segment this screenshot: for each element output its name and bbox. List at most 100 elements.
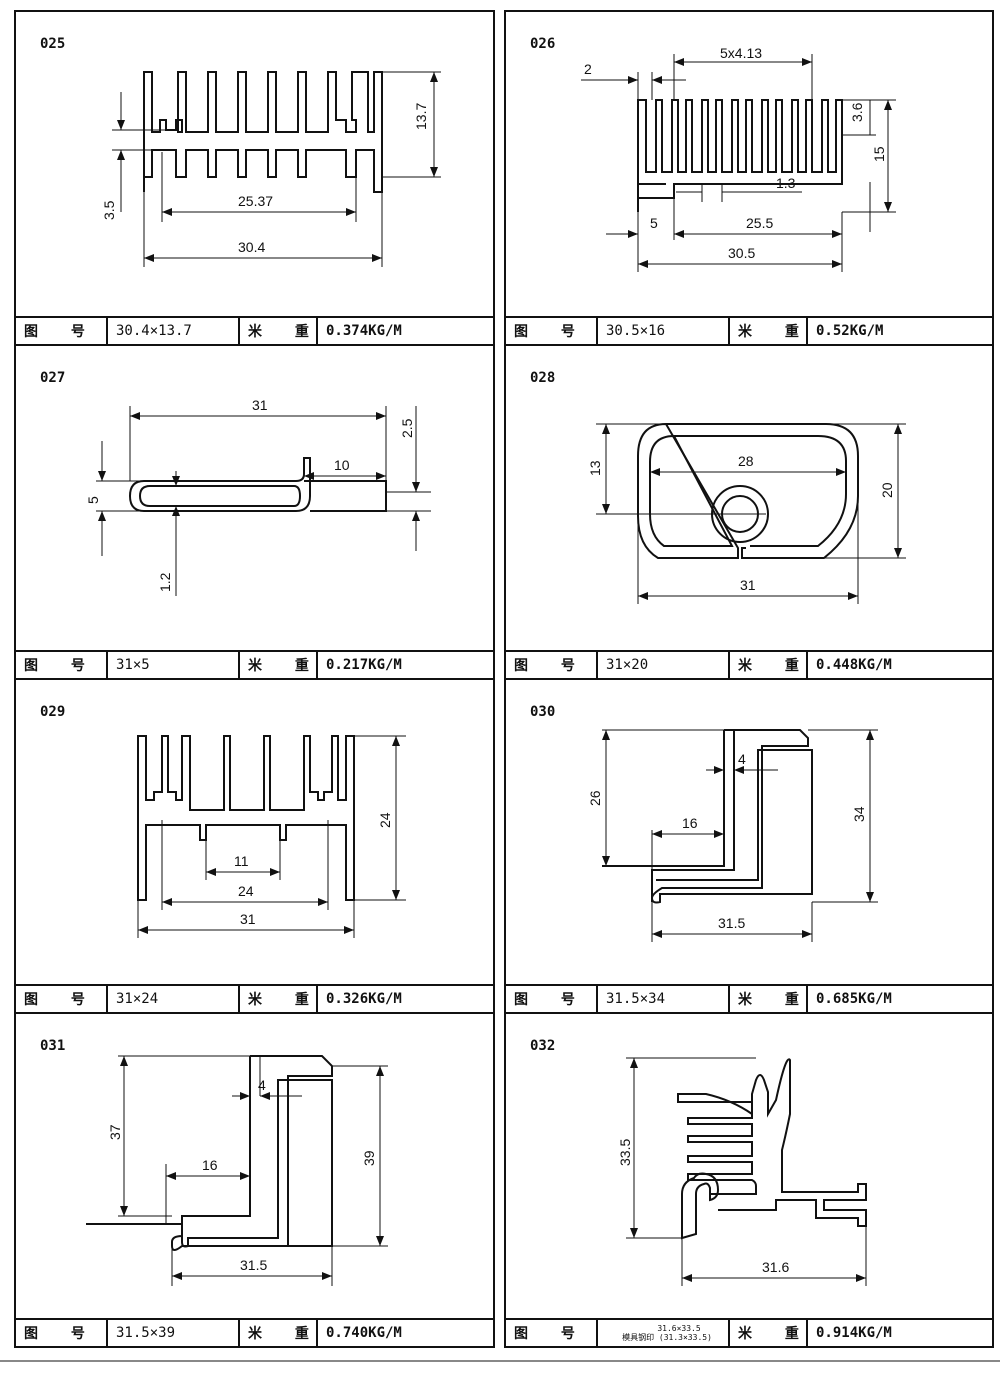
dim-label: 24: [377, 812, 393, 828]
unit-weight-label: 米 重: [730, 1320, 808, 1346]
profile-code: 028: [530, 370, 556, 386]
profile-card-028: 028 13 28 20 31 图 号 31×20 米 重 0.448KG/M: [504, 344, 994, 680]
spec-footer: 图 号 30.5×16 米 重 0.52KG/M: [506, 316, 992, 344]
dim-label: 37: [107, 1124, 123, 1140]
profile-code: 027: [40, 370, 66, 386]
figure-no-label: 图 号: [506, 986, 598, 1012]
unit-weight-label: 米 重: [240, 652, 318, 678]
profile-code: 032: [530, 1038, 556, 1054]
dim-label: 31: [252, 397, 268, 413]
unit-weight-value: 0.52KG/M: [816, 323, 884, 339]
figure-no-size: 31.6×33.5: [657, 1324, 701, 1333]
spec-footer: 图 号 31.5×39 米 重 0.740KG/M: [16, 1318, 493, 1346]
figure-no-label: 图 号: [16, 1320, 108, 1346]
profile-code: 030: [530, 704, 556, 720]
spec-footer: 图 号 31×24 米 重 0.326KG/M: [16, 984, 493, 1012]
spec-footer: 图 号 31×20 米 重 0.448KG/M: [506, 650, 992, 678]
dim-label: 4: [738, 751, 746, 767]
unit-weight-label: 米 重: [240, 986, 318, 1012]
dim-label: 4: [258, 1077, 266, 1093]
dim-label: 24: [238, 883, 254, 899]
unit-weight-label: 米 重: [730, 318, 808, 344]
dim-label: 5: [650, 215, 658, 231]
dim-label: 39: [361, 1150, 377, 1166]
dim-label: 25.5: [746, 215, 773, 231]
figure-no-value: 31.5×39: [108, 1320, 240, 1346]
unit-weight-value: 0.914KG/M: [816, 1325, 892, 1341]
figure-no-label: 图 号: [16, 986, 108, 1012]
dim-label: 20: [879, 482, 895, 498]
figure-no-label: 图 号: [16, 318, 108, 344]
profile-drawing: 37 4 16 39 31.5: [86, 1055, 388, 1286]
profile-card-030: 030 26 4 16 34 31.5 图 号 31.5×34 米 重 0.68…: [504, 678, 994, 1014]
profile-drawing: 2 5x4.13 3.6 15 1.3 5 25.5 30.5: [581, 45, 896, 272]
profile-code: 026: [530, 36, 556, 52]
spec-footer: 图 号 31.5×34 米 重 0.685KG/M: [506, 984, 992, 1012]
dim-label: 1.2: [157, 572, 173, 592]
spec-footer: 图 号 31×5 米 重 0.217KG/M: [16, 650, 493, 678]
dim-label: 33.5: [617, 1139, 633, 1166]
unit-weight-label: 米 重: [240, 1320, 318, 1346]
unit-weight-value: 0.448KG/M: [816, 657, 892, 673]
profile-card-031: 031 37 4 16 39 31.5 图 号 31.5×39 米 重 0.74…: [14, 1012, 495, 1348]
figure-no-value: 31×20: [598, 652, 730, 678]
page-bottom-rule: [0, 1360, 1000, 1362]
dim-label: 16: [682, 815, 698, 831]
figure-no-value: 31.5×34: [598, 986, 730, 1012]
dim-label: 31: [240, 911, 256, 927]
dim-label: 30.4: [238, 239, 265, 255]
dim-label: 30.5: [728, 245, 755, 261]
profile-drawing: 13 28 20 31: [587, 422, 906, 604]
figure-no-value: 31.6×33.5 模具钢印 (31.3×33.5): [598, 1320, 730, 1346]
profile-card-026: 026 2 5x4.13 3.6 15 1.3 5 25.5 30.5 图 号 …: [504, 10, 994, 346]
profile-drawing: 26 4 16 34 31.5: [587, 729, 878, 942]
profile-drawing: 24 11 24 31: [137, 735, 406, 938]
unit-weight-value: 0.374KG/M: [326, 323, 402, 339]
dim-label: 2.5: [399, 418, 415, 438]
unit-weight-label: 米 重: [730, 986, 808, 1012]
figure-no-label: 图 号: [16, 652, 108, 678]
dim-label: 15: [871, 146, 887, 162]
profile-code: 031: [40, 1038, 66, 1054]
figure-no-value: 30.4×13.7: [108, 318, 240, 344]
dim-label: 26: [587, 790, 603, 806]
dim-label: 28: [738, 453, 754, 469]
figure-no-label: 图 号: [506, 652, 598, 678]
dim-label: 3.5: [101, 200, 117, 220]
unit-weight-label: 米 重: [730, 652, 808, 678]
unit-weight-value: 0.685KG/M: [816, 991, 892, 1007]
dim-label: 5x4.13: [720, 45, 762, 61]
dim-label: 31.6: [762, 1259, 789, 1275]
dim-label: 31.5: [718, 915, 745, 931]
dim-label: 34: [851, 806, 867, 822]
dim-label: 13: [587, 460, 603, 476]
unit-weight-value: 0.740KG/M: [326, 1325, 402, 1341]
dim-label: 11: [234, 853, 249, 869]
profile-code: 029: [40, 704, 66, 720]
dim-label: 1.3: [776, 175, 796, 191]
unit-weight-value: 0.326KG/M: [326, 991, 402, 1007]
profile-drawing: 13.7 3.5 25.37 30.4: [101, 71, 441, 267]
figure-no-value: 30.5×16: [598, 318, 730, 344]
profile-card-027: 027 31 10 2.5 5 1.2 图 号 31×5 米 重 0.217KG…: [14, 344, 495, 680]
figure-no-value: 31×5: [108, 652, 240, 678]
dim-label: 31: [740, 577, 756, 593]
dim-label: 3.6: [849, 102, 865, 122]
dim-label: 31.5: [240, 1257, 267, 1273]
spec-footer: 图 号 31.6×33.5 模具钢印 (31.3×33.5) 米 重 0.914…: [506, 1318, 992, 1346]
figure-no-stamp-note: 模具钢印 (31.3×33.5): [622, 1333, 712, 1342]
profile-card-032: 032 33.5 31.6 图 号 31.6×33.5 模具钢印 (31.3×3…: [504, 1012, 994, 1348]
unit-weight-value: 0.217KG/M: [326, 657, 402, 673]
dim-label: 5: [85, 496, 101, 504]
figure-no-label: 图 号: [506, 1320, 598, 1346]
profile-card-025: 025 13.7 3.5 25.37 30.4 图 号 30.4×13.7 米 …: [14, 10, 495, 346]
profile-drawing: 31 10 2.5 5 1.2: [85, 397, 431, 596]
dim-label: 2: [584, 61, 592, 77]
profile-drawing: 33.5 31.6: [617, 1057, 867, 1286]
dim-label: 10: [334, 457, 350, 473]
dim-label: 16: [202, 1157, 218, 1173]
unit-weight-label: 米 重: [240, 318, 318, 344]
dim-label: 25.37: [238, 193, 273, 209]
profile-card-029: 029 24 11 24 31 图 号 31×24 米 重 0.326KG/M: [14, 678, 495, 1014]
figure-no-label: 图 号: [506, 318, 598, 344]
